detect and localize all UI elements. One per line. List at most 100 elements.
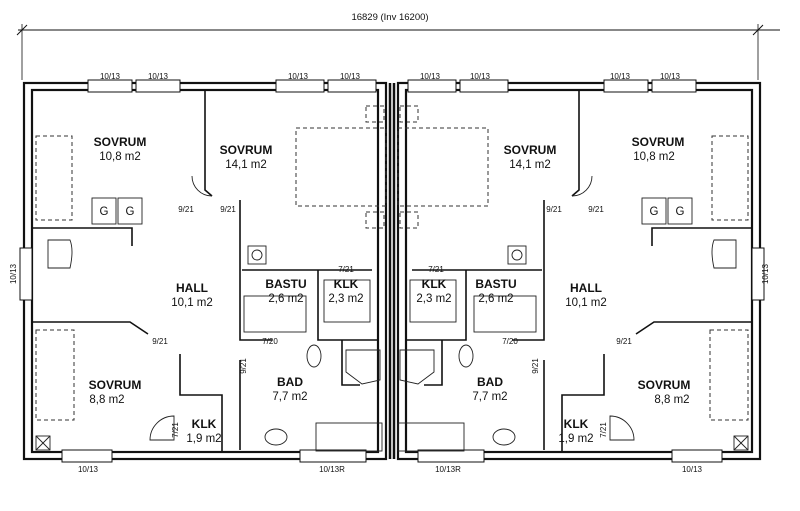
overall-dimension: 16829 (Inv 16200) xyxy=(16,12,780,80)
room-area: 14,1 m2 xyxy=(509,159,551,171)
bench xyxy=(473,295,537,333)
wardrobe-label: G xyxy=(676,206,685,218)
window-label: 10/13 xyxy=(470,72,491,81)
window xyxy=(651,79,697,93)
chimney-outline xyxy=(365,105,385,123)
sauna-heater-icon xyxy=(251,249,263,261)
room-area: 14,1 m2 xyxy=(225,159,267,171)
shower xyxy=(399,349,435,385)
bathtub xyxy=(315,422,383,452)
room-area: 10,1 m2 xyxy=(565,297,607,309)
chimney-outline xyxy=(399,211,419,229)
window-label: 10/13 xyxy=(682,465,703,474)
window xyxy=(671,449,723,463)
stair xyxy=(47,239,73,269)
closet xyxy=(35,135,73,221)
window-label: 10/13 xyxy=(420,72,441,81)
wall xyxy=(204,90,213,197)
toilet xyxy=(264,428,288,446)
closet xyxy=(35,329,75,421)
window-label: 10/13 xyxy=(148,72,169,81)
room-area: 10,8 m2 xyxy=(633,151,675,163)
room-area: 2,3 m2 xyxy=(416,293,451,305)
wall xyxy=(635,321,752,335)
wardrobe xyxy=(91,197,117,225)
door-swing xyxy=(571,175,593,197)
window xyxy=(299,449,367,463)
wall xyxy=(571,90,580,197)
window-label: 10/13 xyxy=(761,263,770,284)
room-name: BASTU xyxy=(265,277,306,291)
window xyxy=(61,449,113,463)
room-area: 2,6 m2 xyxy=(478,293,513,305)
door-label: 7/21 xyxy=(338,265,354,274)
window xyxy=(603,79,649,93)
room-area: 1,9 m2 xyxy=(186,433,221,445)
wall xyxy=(406,270,467,341)
floor-drain xyxy=(733,435,749,451)
wall xyxy=(32,321,149,335)
door-label: 9/21 xyxy=(239,358,248,374)
room-name: KLK xyxy=(422,277,447,291)
room-name: SOVRUM xyxy=(220,143,273,157)
closet xyxy=(711,135,749,221)
closet xyxy=(709,329,749,421)
wall xyxy=(317,270,378,341)
window-label: 10/13 xyxy=(610,72,631,81)
window xyxy=(407,79,457,93)
wardrobe-label: G xyxy=(100,206,109,218)
room-area: 2,3 m2 xyxy=(328,293,363,305)
door-label: 7/21 xyxy=(428,265,444,274)
room-name: BAD xyxy=(477,375,503,389)
window-label: 10/13R xyxy=(435,465,461,474)
room-name: SOVRUM xyxy=(504,143,557,157)
bathtub xyxy=(397,422,465,452)
bed-outline xyxy=(295,127,387,207)
door-label: 9/21 xyxy=(588,205,604,214)
wardrobe-label: G xyxy=(650,206,659,218)
sauna-heater-icon xyxy=(511,249,523,261)
wall xyxy=(561,354,605,452)
room-area: 1,9 m2 xyxy=(558,433,593,445)
room-name: KLK xyxy=(334,277,359,291)
room-name: BASTU xyxy=(475,277,516,291)
wardrobe xyxy=(117,197,143,225)
chimney-outline xyxy=(365,211,385,229)
window-label: 10/13 xyxy=(340,72,361,81)
room-area: 8,8 m2 xyxy=(89,394,124,406)
stair xyxy=(711,239,737,269)
wardrobe-label: G xyxy=(126,206,135,218)
unit-right: G G SOVRUM 10,8 m2 SOVRUM 14,1 m2 HALL 1… xyxy=(396,72,770,474)
door-swing xyxy=(191,175,213,197)
wall xyxy=(651,227,752,246)
wall xyxy=(179,354,223,452)
toilet xyxy=(492,428,516,446)
window xyxy=(135,79,181,93)
wall xyxy=(239,200,272,341)
door-swing xyxy=(149,415,175,441)
room-name: HALL xyxy=(570,281,602,295)
door-label: 7/20 xyxy=(502,337,518,346)
floor-drain-cross xyxy=(35,435,51,451)
window xyxy=(417,449,485,463)
room-area: 10,8 m2 xyxy=(99,151,141,163)
window-label: 10/13 xyxy=(288,72,309,81)
room-area: 7,7 m2 xyxy=(272,391,307,403)
window-label: 10/13 xyxy=(660,72,681,81)
bed-outline xyxy=(397,127,489,207)
window xyxy=(751,247,765,301)
room-area: 8,8 m2 xyxy=(654,394,689,406)
room-name: SOVRUM xyxy=(638,378,691,392)
room-name: KLK xyxy=(192,417,217,431)
door-label: 9/21 xyxy=(546,205,562,214)
window-label: 10/13R xyxy=(319,465,345,474)
overall-dimension-label: 16829 (Inv 16200) xyxy=(351,12,428,23)
window xyxy=(87,79,133,93)
door-label: 7/21 xyxy=(171,422,180,438)
window xyxy=(19,247,33,301)
room-area: 10,1 m2 xyxy=(171,297,213,309)
room-area: 7,7 m2 xyxy=(472,391,507,403)
wall xyxy=(341,340,360,386)
window xyxy=(459,79,509,93)
